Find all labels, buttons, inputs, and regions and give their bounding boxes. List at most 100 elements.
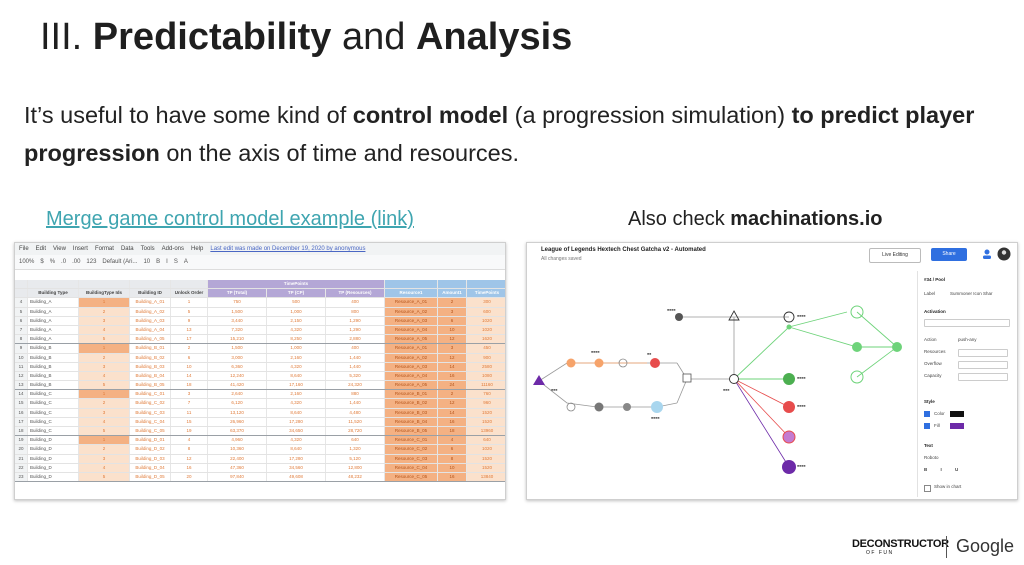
- table-cell[interactable]: 13960: [467, 427, 505, 436]
- sheet-menu-item[interactable]: Tools: [140, 246, 155, 252]
- table-cell[interactable]: 4,320: [267, 399, 326, 408]
- table-cell[interactable]: Building_B: [28, 353, 79, 362]
- table-cell[interactable]: Building_A: [28, 335, 79, 344]
- table-cell[interactable]: 6: [171, 353, 208, 362]
- sheet-toolbar-button[interactable]: 123: [86, 259, 97, 265]
- table-cell[interactable]: 13840: [467, 472, 505, 482]
- column-header[interactable]: Resource1: [385, 289, 438, 298]
- table-cell[interactable]: Building_D_01: [130, 436, 171, 445]
- table-cell[interactable]: Resource_B_01: [385, 390, 438, 399]
- table-cell[interactable]: 2,150: [267, 316, 326, 325]
- table-cell[interactable]: 2580: [467, 362, 505, 371]
- table-cell[interactable]: 2: [79, 353, 130, 362]
- table-cell[interactable]: 17,280: [267, 417, 326, 426]
- table-cell[interactable]: Resource_B_04: [385, 417, 438, 426]
- table-cell[interactable]: Building_C_05: [130, 427, 171, 436]
- table-cell[interactable]: 49,608: [267, 472, 326, 482]
- table-cell[interactable]: 9: [171, 316, 208, 325]
- table-cell[interactable]: 2: [438, 298, 467, 307]
- table-cell[interactable]: 1: [79, 436, 130, 445]
- sheet-toolbar-button[interactable]: .0: [61, 259, 67, 265]
- table-cell[interactable]: 300: [467, 298, 505, 307]
- sheet-menu-item[interactable]: File: [19, 246, 29, 252]
- table-cell[interactable]: Resource_C_01: [385, 436, 438, 445]
- table-cell[interactable]: Building_B_04: [130, 371, 171, 381]
- color-swatch[interactable]: [950, 411, 964, 417]
- table-cell[interactable]: Building_B_01: [130, 344, 171, 353]
- sheet-menu-item[interactable]: Insert: [72, 246, 88, 252]
- table-cell[interactable]: 640: [467, 436, 505, 445]
- table-cell[interactable]: 2,880: [326, 335, 385, 344]
- table-cell[interactable]: Building_D: [28, 436, 79, 445]
- table-cell[interactable]: 34,560: [267, 463, 326, 472]
- table-cell[interactable]: 1,290: [326, 325, 385, 335]
- table-cell[interactable]: Building_D: [28, 445, 79, 454]
- table-cell[interactable]: 450: [467, 344, 505, 353]
- activation-mode-selector[interactable]: [924, 319, 1010, 327]
- table-cell[interactable]: 8,640: [267, 371, 326, 381]
- table-cell[interactable]: 1620: [467, 335, 505, 344]
- table-cell[interactable]: 8,250: [267, 335, 326, 344]
- table-cell[interactable]: Resource_A_02: [385, 307, 438, 316]
- sheet-menu-item[interactable]: Format: [94, 246, 114, 252]
- table-cell[interactable]: 900: [467, 353, 505, 362]
- table-cell[interactable]: 4: [171, 436, 208, 445]
- table-cell[interactable]: 3,000: [208, 353, 267, 362]
- table-cell[interactable]: 97,840: [208, 472, 267, 482]
- table-cell[interactable]: 600: [467, 307, 505, 316]
- table-cell[interactable]: 5: [79, 472, 130, 482]
- table-cell[interactable]: 34,650: [267, 427, 326, 436]
- table-cell[interactable]: 1,440: [326, 362, 385, 371]
- column-header[interactable]: Building Type: [28, 289, 79, 298]
- table-cell[interactable]: 8: [438, 454, 467, 463]
- table-cell[interactable]: Building_B_03: [130, 362, 171, 371]
- table-cell[interactable]: 10: [438, 463, 467, 472]
- table-cell[interactable]: 48,232: [326, 472, 385, 482]
- table-cell[interactable]: 1020: [467, 445, 505, 454]
- table-cell[interactable]: 2: [79, 445, 130, 454]
- table-cell[interactable]: Building_B_05: [130, 381, 171, 390]
- table-cell[interactable]: 750: [208, 298, 267, 307]
- table-cell[interactable]: 63,370: [208, 427, 267, 436]
- table-cell[interactable]: 17: [171, 335, 208, 344]
- table-cell[interactable]: Building_A_04: [130, 325, 171, 335]
- table-cell[interactable]: 28,720: [326, 427, 385, 436]
- sheet-toolbar-button[interactable]: .00: [72, 259, 81, 265]
- table-cell[interactable]: 10,360: [208, 445, 267, 454]
- table-cell[interactable]: 4,320: [267, 325, 326, 335]
- table-cell[interactable]: 15,210: [208, 335, 267, 344]
- table-cell[interactable]: 14: [171, 371, 208, 381]
- column-header[interactable]: TimePoints: [467, 289, 505, 298]
- color-checkbox[interactable]: [924, 411, 930, 417]
- table-cell[interactable]: 13,120: [208, 408, 267, 417]
- table-cell[interactable]: 2: [171, 344, 208, 353]
- table-cell[interactable]: 1,500: [208, 307, 267, 316]
- table-cell[interactable]: Resource_C_02: [385, 445, 438, 454]
- sheet-toolbar-button[interactable]: S: [173, 259, 178, 265]
- sheet-toolbar-button[interactable]: Default (Ari...: [102, 259, 138, 265]
- action-value-select[interactable]: push-any: [958, 337, 977, 342]
- table-cell[interactable]: Building_B: [28, 344, 79, 353]
- table-cell[interactable]: 960: [467, 399, 505, 408]
- table-cell[interactable]: 11,520: [326, 417, 385, 426]
- table-cell[interactable]: Building_B: [28, 362, 79, 371]
- table-cell[interactable]: Building_A: [28, 298, 79, 307]
- sheet-toolbar-button[interactable]: A: [183, 259, 188, 265]
- table-cell[interactable]: Resource_A_02: [385, 353, 438, 362]
- table-cell[interactable]: 8: [171, 445, 208, 454]
- table-cell[interactable]: Building_A_05: [130, 335, 171, 344]
- table-cell[interactable]: 500: [267, 298, 326, 307]
- table-cell[interactable]: 4: [79, 417, 130, 426]
- table-cell[interactable]: 760: [467, 390, 505, 399]
- table-cell[interactable]: 3: [438, 307, 467, 316]
- table-cell[interactable]: 1,440: [326, 353, 385, 362]
- table-cell[interactable]: 1,320: [326, 445, 385, 454]
- table-cell[interactable]: Resource_A_04: [385, 371, 438, 381]
- merge-game-example-link[interactable]: Merge game control model example (link): [46, 208, 414, 230]
- table-cell[interactable]: 1520: [467, 454, 505, 463]
- live-editing-button[interactable]: Live Editing: [869, 248, 921, 263]
- table-cell[interactable]: Building_A_01: [130, 298, 171, 307]
- user-avatar-icon[interactable]: [997, 247, 1011, 261]
- table-cell[interactable]: Building_C: [28, 399, 79, 408]
- table-cell[interactable]: Resource_A_03: [385, 316, 438, 325]
